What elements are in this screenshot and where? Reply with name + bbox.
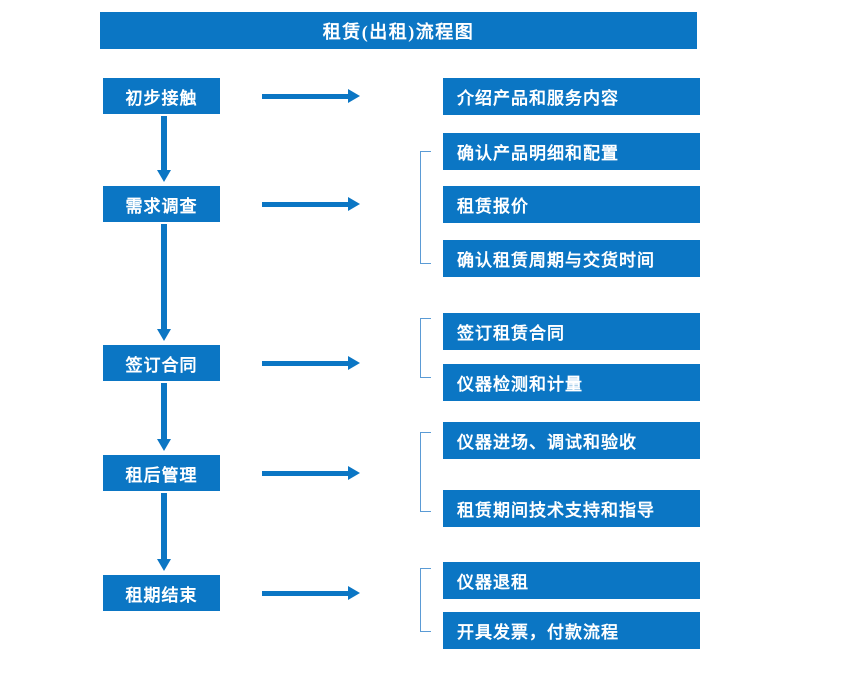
horizontal-arrow-lease-end	[262, 583, 360, 603]
bracket-post-rental-management-group	[420, 432, 431, 512]
bracket-sign-contract-group	[420, 318, 431, 378]
stage-box-requirement-survey[interactable]: 需求调查	[103, 186, 220, 222]
stage-box-post-rental-management[interactable]: 租后管理	[103, 455, 220, 491]
horizontal-arrow-initial-contact	[262, 86, 360, 106]
detail-box-technical-support[interactable]: 租赁期间技术支持和指导	[443, 490, 700, 527]
horizontal-arrow-post-rental-management	[262, 463, 360, 483]
vertical-arrow-management-to-end	[154, 493, 174, 571]
vertical-arrow-survey-to-contract	[154, 224, 174, 341]
detail-box-introduce-products[interactable]: 介绍产品和服务内容	[443, 78, 700, 115]
stage-box-lease-end[interactable]: 租期结束	[103, 575, 220, 611]
detail-box-instrument-delivery[interactable]: 仪器进场、调试和验收	[443, 422, 700, 459]
horizontal-arrow-sign-contract	[262, 353, 360, 373]
detail-box-confirm-product-details[interactable]: 确认产品明细和配置	[443, 133, 700, 170]
page-title: 租赁(出租)流程图	[100, 12, 697, 49]
detail-box-confirm-lease-period[interactable]: 确认租赁周期与交货时间	[443, 240, 700, 277]
detail-box-instrument-inspection[interactable]: 仪器检测和计量	[443, 364, 700, 401]
detail-box-sign-lease-contract[interactable]: 签订租赁合同	[443, 313, 700, 350]
bracket-requirement-survey-group	[420, 151, 431, 264]
stage-box-initial-contact[interactable]: 初步接触	[103, 78, 220, 114]
stage-box-sign-contract[interactable]: 签订合同	[103, 345, 220, 381]
bracket-lease-end-group	[420, 568, 431, 632]
vertical-arrow-contact-to-survey	[154, 116, 174, 182]
vertical-arrow-contract-to-management	[154, 383, 174, 451]
detail-box-instrument-return[interactable]: 仪器退租	[443, 562, 700, 599]
detail-box-rental-quotation[interactable]: 租赁报价	[443, 186, 700, 223]
horizontal-arrow-requirement-survey	[262, 194, 360, 214]
detail-box-invoice-payment[interactable]: 开具发票，付款流程	[443, 612, 700, 649]
